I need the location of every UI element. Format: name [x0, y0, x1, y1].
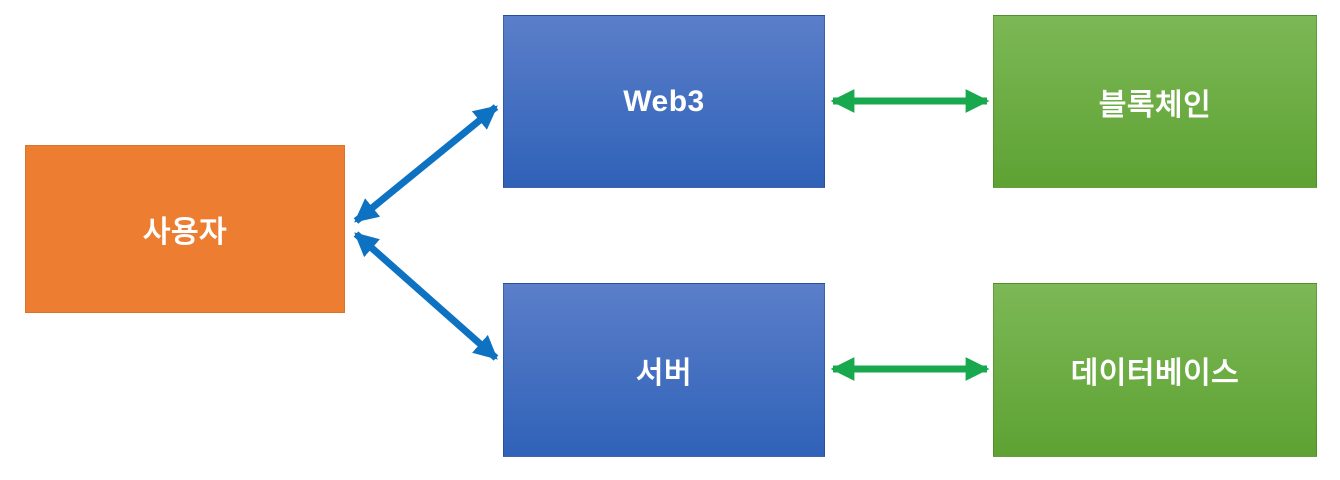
node-database-label: 데이터베이스	[1070, 357, 1240, 390]
node-server-label: 서버	[635, 357, 693, 390]
node-blockchain-label: 블록체인	[1098, 88, 1212, 122]
node-server: 서버	[503, 283, 825, 457]
node-database: 데이터베이스	[993, 283, 1317, 457]
node-web3: Web3	[503, 15, 825, 188]
arrow-user-server	[353, 231, 499, 361]
node-user: 사용자	[25, 145, 345, 313]
node-web3-label: Web3	[623, 84, 705, 118]
node-user-label: 사용자	[142, 216, 228, 249]
arrow-user-web3	[353, 104, 499, 224]
node-blockchain: 블록체인	[993, 15, 1317, 188]
